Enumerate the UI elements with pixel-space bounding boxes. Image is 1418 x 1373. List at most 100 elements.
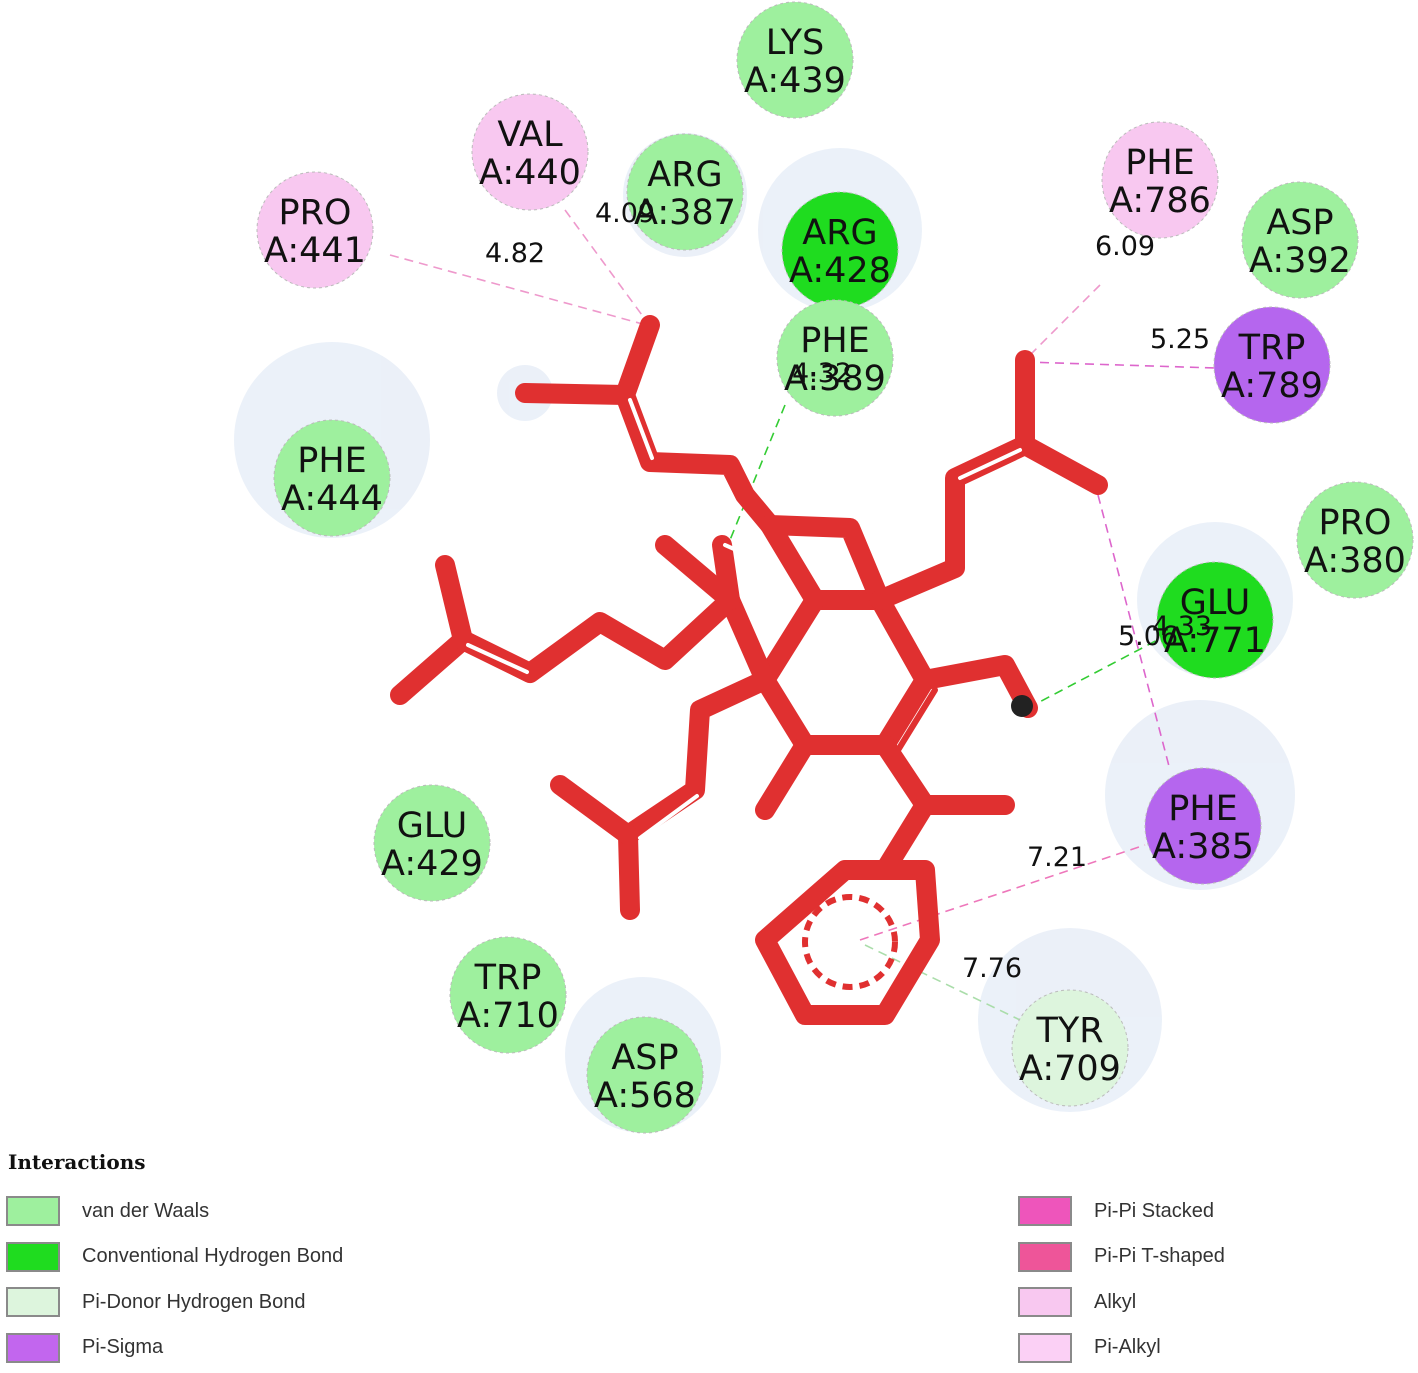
ligand-chain-left-d (712, 535, 740, 610)
residue-disc-phe786 (1101, 121, 1219, 239)
residue-number-phe389: A:389 (784, 359, 886, 399)
ligand (390, 315, 1108, 1025)
line-glu771 (1027, 635, 1166, 709)
ligand-chain-oh (915, 655, 1038, 718)
residue-number-glu429: A:429 (381, 844, 483, 884)
residue-number-trp710: A:710 (457, 996, 559, 1036)
residue-number-phe444: A:444 (281, 479, 383, 519)
residue-number-asp568: A:568 (594, 1076, 696, 1116)
distance-label-d8: 7.21 (1027, 842, 1087, 873)
residue-name-asp392: ASP (1266, 203, 1333, 243)
legend-label: Pi-Sigma (82, 1336, 164, 1358)
distance-label-d9: 7.76 (962, 953, 1022, 984)
distance-label-d5: 5.25 (1150, 324, 1210, 355)
residue-number-phe786: A:786 (1109, 181, 1211, 221)
ligand-chain-top-c (760, 515, 890, 610)
residue-number-lys439: A:439 (744, 61, 846, 101)
distance-label-d7: 4.33 (1152, 611, 1212, 642)
residue-number-val440: A:440 (479, 153, 581, 193)
legend-item: Pi-Sigma (6, 1330, 163, 1366)
distance-layer: 4.824.094.326.095.255.064.337.217.76 (485, 198, 1212, 984)
legend-item: van der Waals (6, 1193, 209, 1229)
residue-disc-asp392 (1241, 181, 1359, 299)
legend-swatch (6, 1196, 60, 1226)
ligand-double-bonds (466, 398, 1022, 840)
distance-label-d3: 4.32 (792, 358, 852, 389)
legend-swatch (6, 1332, 60, 1363)
residue-name-phe385: PHE (1168, 789, 1238, 829)
residue-number-arg428: A:428 (789, 251, 891, 291)
residue-disc-phe389 (776, 299, 894, 417)
legend-item: Conventional Hydrogen Bond (6, 1239, 343, 1275)
residue-name-pro380: PRO (1319, 503, 1392, 543)
residue-name-trp789: TRP (1238, 328, 1306, 368)
residue-disc-pro441 (256, 171, 374, 289)
legend-item: Pi-Pi T-shaped (1018, 1239, 1225, 1275)
line-val440 (564, 209, 651, 327)
line-phe786 (1024, 284, 1101, 361)
legend-item: Pi-Alkyl (1018, 1330, 1161, 1366)
legend-swatch (1018, 1332, 1072, 1363)
residue-name-phe444: PHE (297, 441, 367, 481)
residue-name-trp710: TRP (474, 958, 542, 998)
legend-label: Pi-Pi Stacked (1094, 1199, 1215, 1222)
legend-swatch (6, 1287, 60, 1317)
ligand-benzoyl (875, 735, 1015, 815)
residue-number-phe385: A:385 (1152, 827, 1254, 867)
legend-item: Pi-Pi Stacked (1018, 1193, 1214, 1229)
residue-disc-phe385 (1144, 767, 1262, 885)
residue-name-phe389: PHE (800, 321, 870, 361)
residue-disc-lys439 (736, 1, 854, 119)
line-phe385-pi (859, 844, 1146, 941)
residue-disc-glu771 (1156, 561, 1274, 679)
legend-label: Alkyl (1094, 1290, 1137, 1313)
ligand-chain-top-b (515, 383, 635, 405)
ligand-chain-right-b (1015, 435, 1108, 495)
legend-label: Conventional Hydrogen Bond (82, 1245, 344, 1267)
ligand-ring-double (892, 687, 938, 758)
residue-name-glu429: GLU (397, 806, 468, 846)
distance-label-d6: 5.06 (1118, 621, 1178, 652)
legend-swatch (1018, 1241, 1072, 1272)
legend-swatch (1018, 1287, 1072, 1317)
legend-swatch (1018, 1196, 1072, 1226)
ligand-aromatic-circle (802, 894, 898, 990)
line-trp789 (1024, 361, 1216, 369)
residue-number-pro380: A:380 (1304, 541, 1406, 581)
ligand-chain-left-b (435, 555, 473, 650)
ligand-oh-atom (1011, 695, 1033, 717)
residue-name-pro441: PRO (279, 193, 352, 233)
ligand-carbonyl (755, 735, 815, 820)
residue-disc-phe444 (273, 419, 391, 537)
residue-number-asp392: A:392 (1249, 241, 1351, 281)
residue-disc-arg387 (626, 133, 744, 251)
residue-name-val440: VAL (497, 115, 563, 155)
residue-disc-pro380 (1296, 481, 1414, 599)
legend-swatch (6, 1241, 60, 1272)
residue-name-phe786: PHE (1125, 143, 1195, 183)
residue-disc-val440 (471, 93, 589, 211)
ligand-chain-bottom (618, 670, 775, 920)
legend-title: Interactions (8, 1150, 146, 1174)
legend-label: Pi-Pi T-shaped (1094, 1245, 1225, 1267)
residue-number-glu771: A:771 (1164, 621, 1266, 661)
residue-name-glu771: GLU (1180, 583, 1251, 623)
ligand-benzoyl-link (875, 795, 935, 880)
ligand-phenyl-ring (755, 860, 940, 1025)
line-phe389 (729, 404, 786, 541)
residue-disc-tyr709 (1011, 989, 1129, 1107)
